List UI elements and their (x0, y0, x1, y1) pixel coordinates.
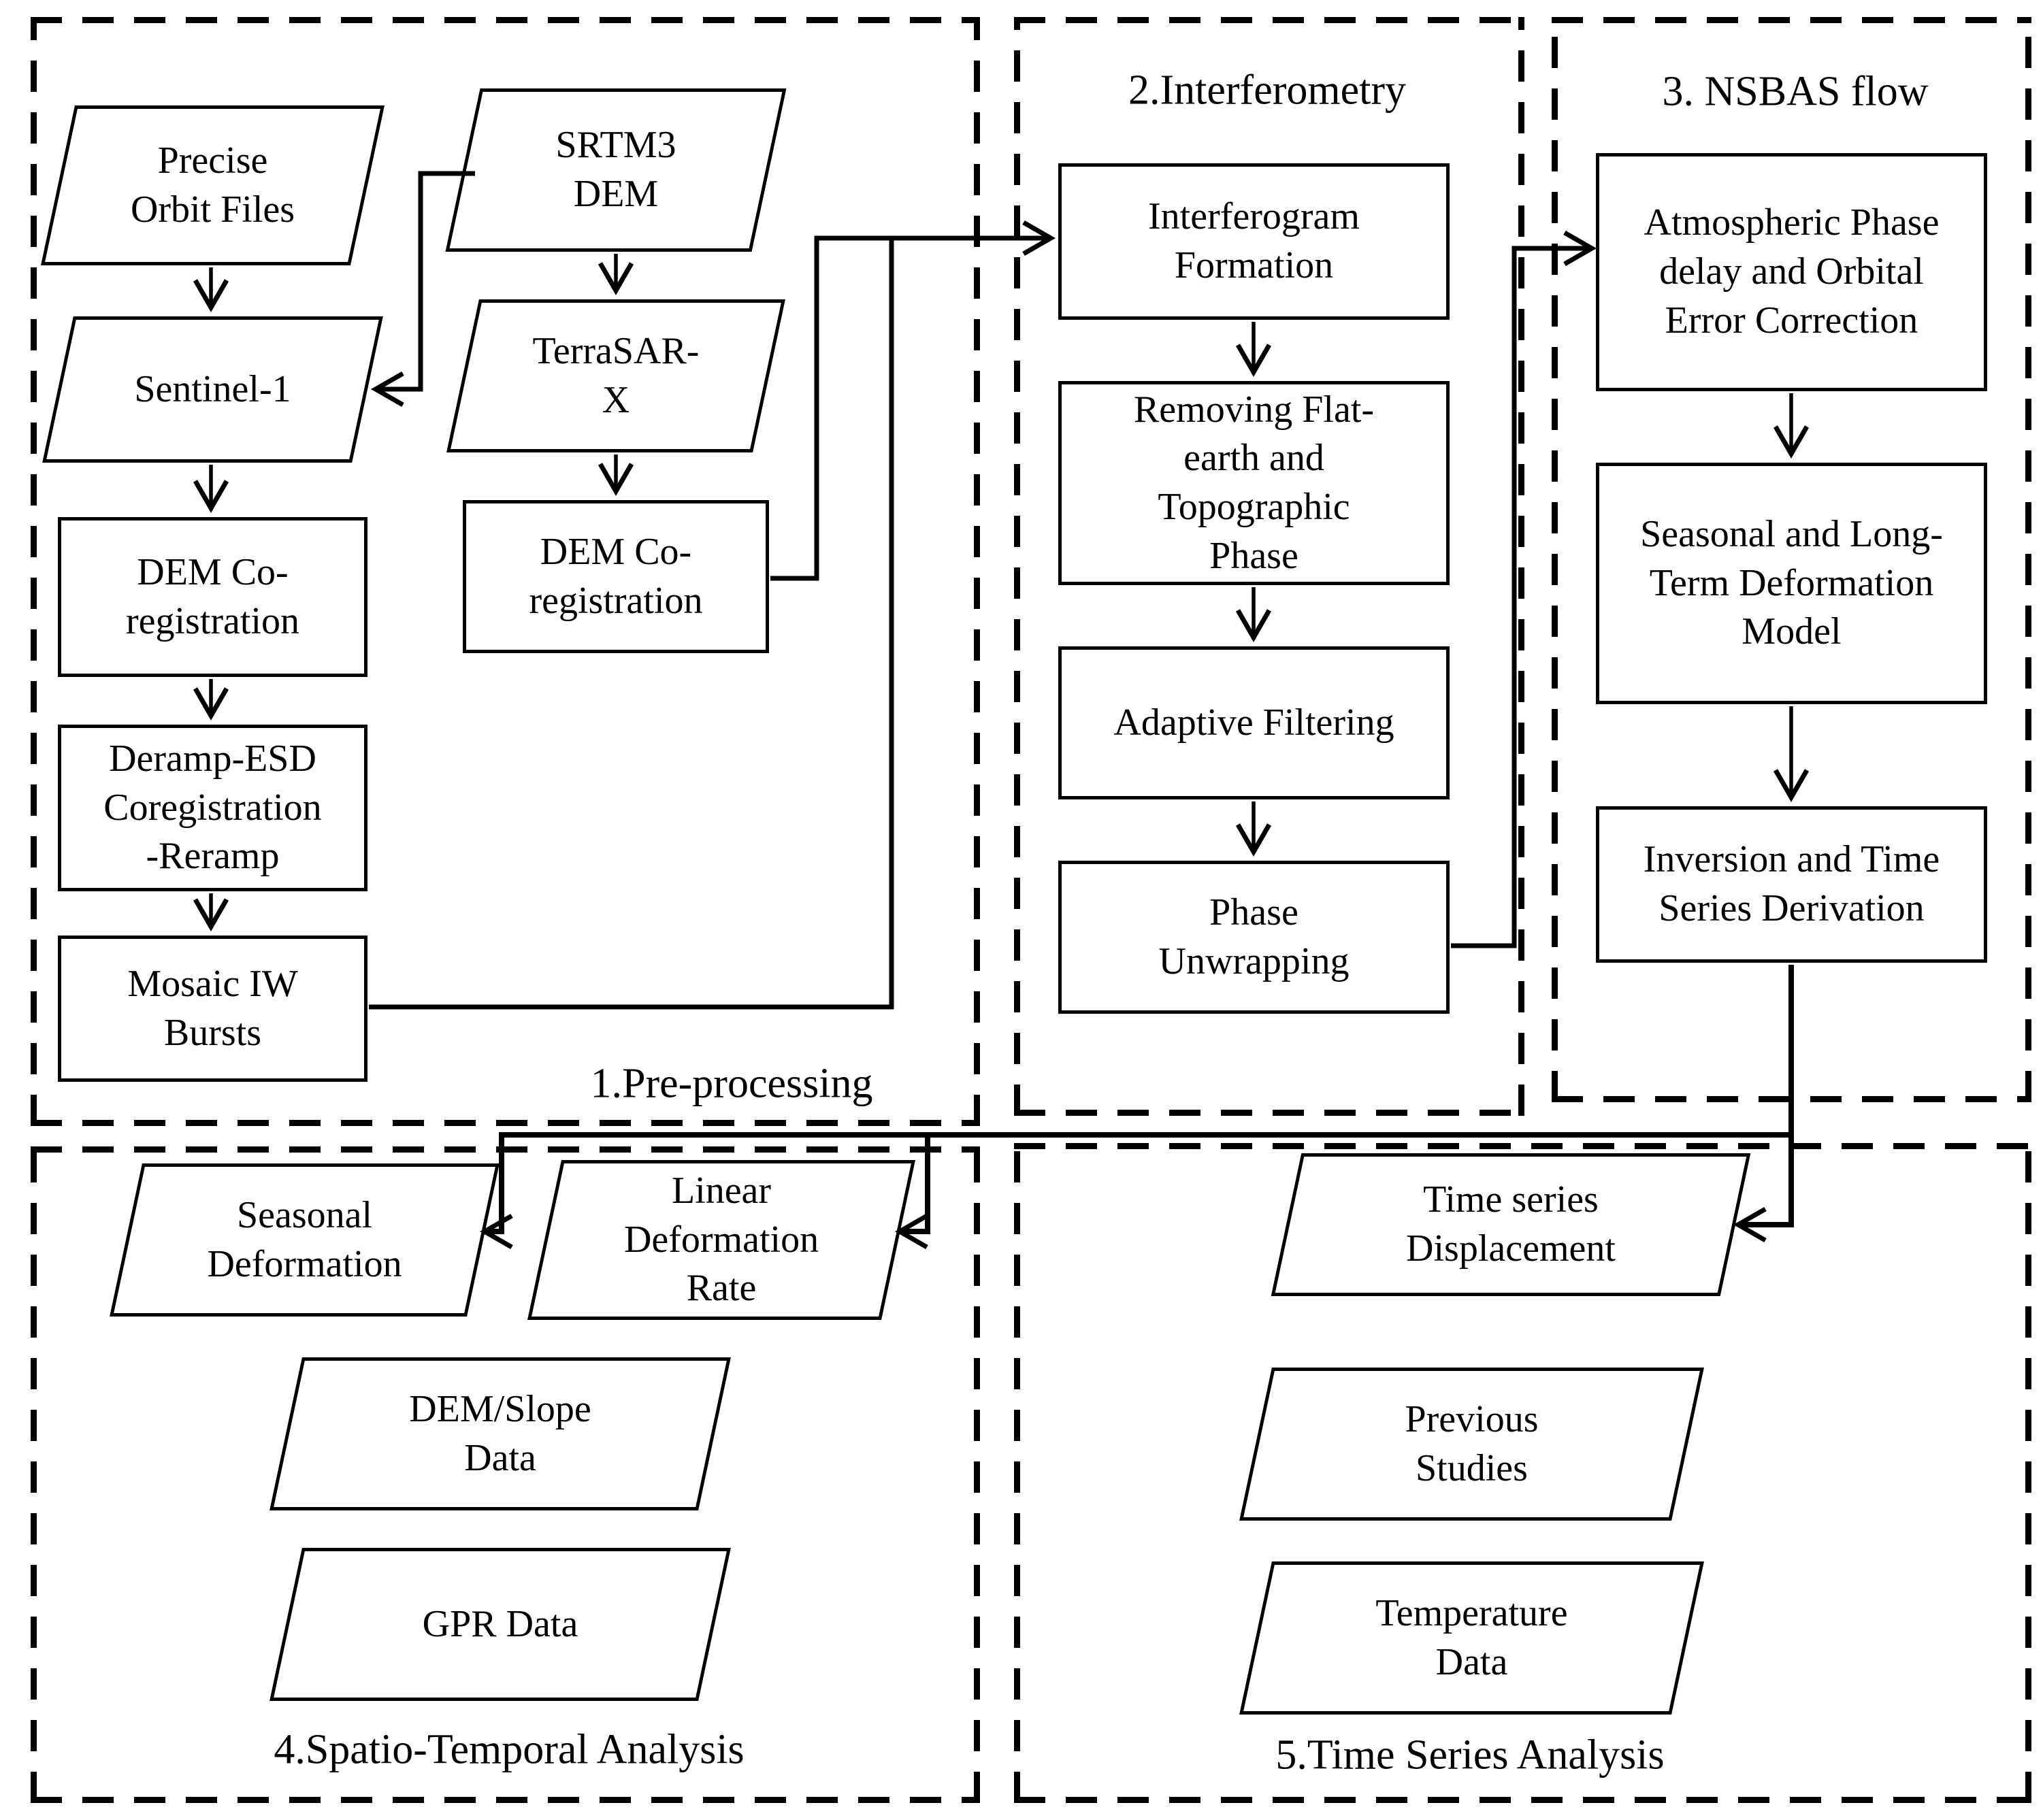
node-temperature-data: Temperature Data (1239, 1561, 1704, 1715)
node-srtm3-dem: SRTM3 DEM (445, 88, 787, 252)
section-label-spatio-temporal: 4.Spatio-Temporal Analysis (274, 1726, 745, 1773)
node-label: Inversion and Time Series Derivation (1643, 838, 1940, 929)
node-label: Atmospheric Phase delay and Orbital Erro… (1644, 201, 1940, 342)
rectangle-shape (1596, 463, 1987, 704)
node-label: Removing Flat- earth and Topographic Pha… (1133, 388, 1375, 577)
node-label: Interferogram Formation (1148, 195, 1360, 286)
node-label: Adaptive Filtering (1113, 701, 1394, 744)
node-mosaic-iw-bursts: Mosaic IW Bursts (58, 936, 367, 1082)
node-sentinel-1: Sentinel-1 (42, 316, 383, 463)
section-label-time-series: 5.Time Series Analysis (1275, 1732, 1665, 1778)
node-adaptive-filtering: Adaptive Filtering (1058, 646, 1450, 799)
node-inversion-time-series: Inversion and Time Series Derivation (1596, 806, 1987, 963)
node-terrasar-x: TerraSAR- X (446, 299, 785, 452)
node-label: Time series Displacement (1406, 1178, 1616, 1270)
rectangle-shape (58, 725, 367, 891)
node-label: Phase Unwrapping (1158, 891, 1350, 982)
node-label: Mosaic IW Bursts (127, 962, 298, 1054)
node-dem-coregistration-1: DEM Co- registration (58, 517, 367, 677)
node-linear-deformation-rate: Linear Deformation Rate (527, 1160, 915, 1320)
node-label: Sentinel-1 (134, 367, 291, 410)
section-label-pre-processing: 1.Pre-processing (590, 1060, 873, 1107)
node-previous-studies: Previous Studies (1239, 1368, 1704, 1521)
rectangle-shape (58, 517, 367, 677)
rectangle-shape (1596, 806, 1987, 963)
node-deramp-esd-coregistration: Deramp-ESD Coregistration -Reramp (58, 725, 367, 891)
node-removing-flat-earth: Removing Flat- earth and Topographic Pha… (1058, 381, 1450, 585)
node-label: DEM/Slope Data (409, 1387, 591, 1479)
rectangle-shape (1058, 646, 1450, 799)
node-dem-slope-data: DEM/Slope Data (269, 1357, 731, 1510)
node-interferogram-formation: Interferogram Formation (1058, 163, 1450, 320)
node-label: DEM Co- registration (529, 530, 703, 622)
node-label: SRTM3 DEM (555, 124, 676, 215)
node-dem-coregistration-2: DEM Co- registration (463, 500, 769, 653)
node-label: Precise Orbit Files (130, 139, 295, 231)
node-label: DEM Co- registration (125, 550, 300, 642)
node-gpr-data: GPR Data (269, 1548, 731, 1701)
node-label: Deramp-ESD Coregistration -Reramp (103, 737, 322, 878)
node-label: Temperature Data (1375, 1591, 1568, 1683)
node-label: Seasonal and Long- Term Deformation Mode… (1640, 512, 1943, 653)
node-seasonal-longterm-model: Seasonal and Long- Term Deformation Mode… (1596, 463, 1987, 704)
node-label: Seasonal Deformation (207, 1193, 402, 1285)
node-label: Linear Deformation Rate (623, 1169, 819, 1310)
section-label-interferometry: 2.Interferometry (1128, 67, 1406, 114)
node-phase-unwrapping: Phase Unwrapping (1058, 861, 1450, 1014)
node-label: GPR Data (422, 1602, 578, 1645)
rectangle-shape (1058, 163, 1450, 320)
section-label-nsbas-flow: 3. NSBAS flow (1662, 68, 1929, 115)
rectangle-shape (1596, 153, 1987, 391)
node-atmospheric-correction: Atmospheric Phase delay and Orbital Erro… (1596, 153, 1987, 391)
node-seasonal-deformation: Seasonal Deformation (110, 1163, 500, 1317)
rectangle-shape (1058, 381, 1450, 585)
rectangle-shape (58, 936, 367, 1082)
rectangle-shape (1058, 861, 1450, 1014)
node-label: TerraSAR- X (532, 329, 700, 421)
node-precise-orbit-files: Precise Orbit Files (41, 105, 385, 265)
node-label: Previous Studies (1405, 1397, 1539, 1489)
node-time-series-displacement: Time series Displacement (1271, 1153, 1751, 1296)
